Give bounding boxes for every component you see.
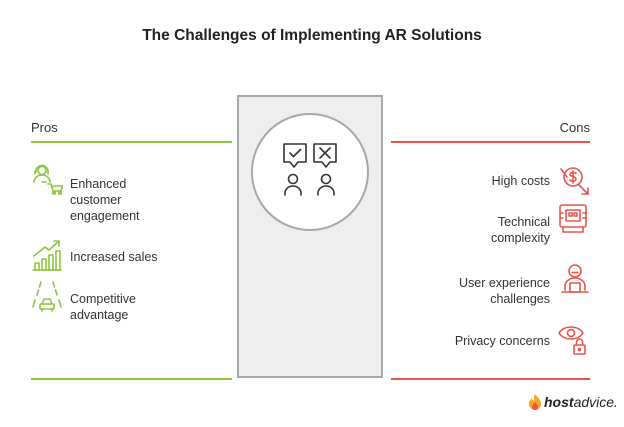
center-circle [251,113,369,231]
eye-lock-icon [558,326,586,355]
cons-heading: Cons [559,120,590,135]
pros-heading: Pros [31,120,58,135]
page-title: The Challenges of Implementing AR Soluti… [142,27,482,44]
pros-bottom-divider [31,378,232,380]
flame-icon [529,394,541,410]
circuit-board-icon [559,204,587,233]
pros-top-divider [31,141,232,143]
check-cross-people-icon [283,143,337,196]
road-car-icon [32,281,62,312]
pros-item-increased-sales: Increased sales [70,250,158,264]
pros-item-customer-engagement: Enhanced customer engagement [70,177,140,223]
cons-item-privacy-concerns: Privacy concerns [454,334,550,348]
cons-item-user-experience: User experience challenges [458,276,550,306]
cons-bottom-divider [391,378,590,380]
growth-chart-icon [32,240,62,271]
falling-dollar-icon [560,167,589,195]
logo-text-rest: advice. [573,394,618,410]
user-at-desk-icon [561,264,589,293]
customer-service-icon [33,164,63,195]
cons-top-divider [391,141,590,143]
cons-item-high-costs: High costs [491,174,550,188]
hostadvice-logo: hostadvice. [526,393,618,411]
pros-item-competitive-advantage: Competitive advantage [70,292,136,322]
logo-text-bold: host [544,394,574,410]
cons-item-technical-complexity: Technical complexity [490,215,550,245]
